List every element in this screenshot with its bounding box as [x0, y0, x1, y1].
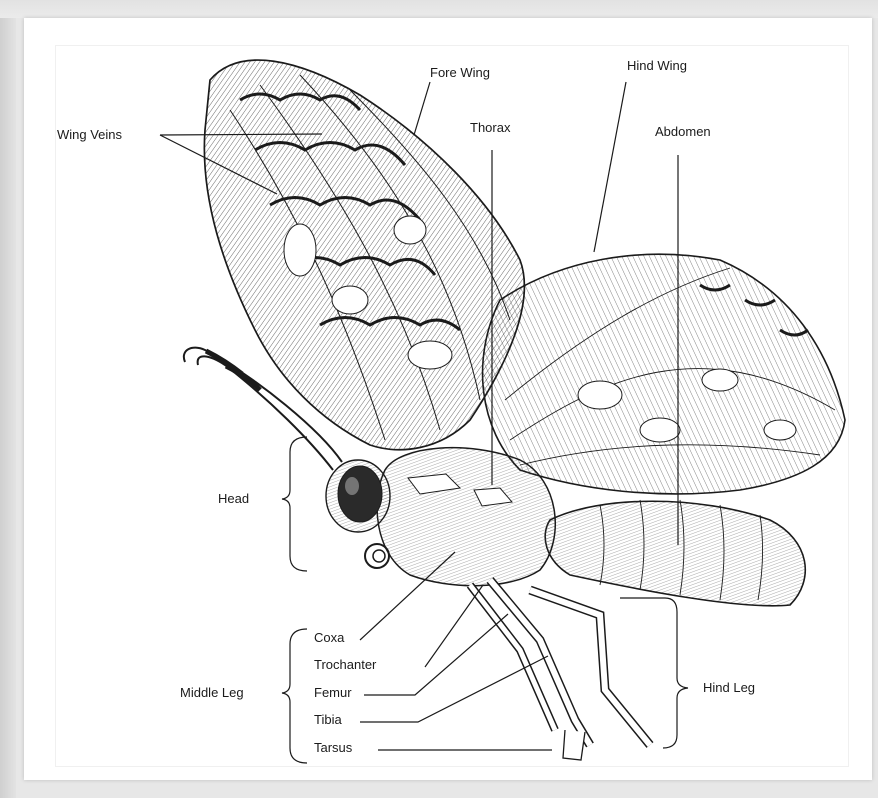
- leader-hind-wing: [594, 82, 626, 252]
- label-hind-leg: Hind Leg: [703, 680, 755, 695]
- label-head: Head: [218, 491, 249, 506]
- abdomen-drawing: [545, 500, 805, 606]
- legs-drawing: [470, 580, 650, 760]
- leader-trochanter: [425, 585, 483, 667]
- leader-tibia: [360, 656, 548, 722]
- label-thorax: Thorax: [470, 120, 511, 135]
- label-fore-wing: Fore Wing: [430, 65, 490, 80]
- thorax-drawing: [377, 448, 555, 586]
- leader-femur: [364, 614, 508, 695]
- label-coxa: Coxa: [314, 630, 345, 645]
- label-tibia: Tibia: [314, 712, 342, 727]
- label-middle-leg: Middle Leg: [180, 685, 244, 700]
- leader-fore-wing: [414, 82, 430, 135]
- label-tarsus: Tarsus: [314, 740, 353, 755]
- label-hind-wing: Hind Wing: [627, 58, 687, 73]
- label-abdomen: Abdomen: [655, 124, 711, 139]
- label-trochanter: Trochanter: [314, 657, 377, 672]
- hind-wing-drawing: [483, 254, 845, 494]
- label-wing-veins: Wing Veins: [57, 127, 123, 142]
- middle-leg-bracket: [282, 629, 307, 763]
- head-bracket: [282, 437, 307, 571]
- label-femur: Femur: [314, 685, 352, 700]
- fore-wing-drawing: [204, 60, 524, 450]
